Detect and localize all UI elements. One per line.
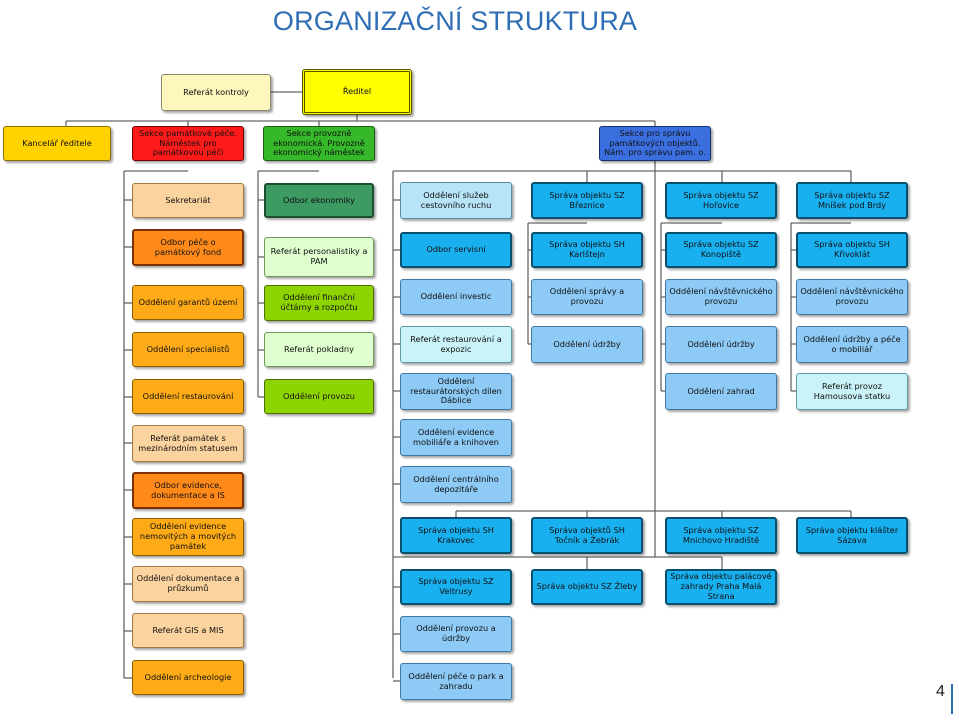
box-kancelar-reditele: Kancelář ředitele xyxy=(3,126,111,161)
box-reditel: Ředitel xyxy=(302,69,412,115)
box-col5-item: Správa objektu palácové zahrady Praha Ma… xyxy=(665,569,777,605)
box-col1-item: Odbor evidence, dokumentace a IS xyxy=(132,472,244,509)
box-col3-item: Správa objektu SH Krakovec xyxy=(400,517,512,554)
box-col2-item: Referát pokladny xyxy=(264,332,374,367)
box-col2-item: Oddělení provozu xyxy=(264,379,374,414)
box-col2-item: Odbor ekonomiky xyxy=(264,183,374,218)
page-number: 4 xyxy=(936,683,945,700)
box-col5-item: Správa objektu SZ Konopiště xyxy=(665,232,777,268)
box-col2-item: Referát personalistiky a PAM xyxy=(264,237,374,277)
box-col3-item: Oddělení investic xyxy=(400,279,512,315)
box-col1-item: Odbor péče o památkový fond xyxy=(132,229,244,266)
box-referat-kontroly: Referát kontroly xyxy=(161,74,271,111)
box-col1-item: Referát GIS a MIS xyxy=(132,613,244,648)
box-col5-item: Správa objektu SZ Mnichovo Hradiště xyxy=(665,517,777,554)
box-col5-item: Oddělení zahrad xyxy=(665,373,777,410)
box-col3-item: Oddělení restaurátorských dílen Dáblice xyxy=(400,373,512,410)
box-col4-item: Oddělení správy a provozu xyxy=(531,279,643,315)
box-col6-item: Oddělení údržby a péče o mobiliář xyxy=(796,326,908,363)
box-sekce-pamatkove-pece: Sekce památkové péče. Náměstek pro památ… xyxy=(132,126,244,161)
box-col2-item: Oddělení finanční účtárny a rozpočtu xyxy=(264,285,374,321)
box-col6-item: Referát provoz Hamousova statku xyxy=(796,373,908,410)
box-col4-item: Správa objektů SH Točník a Žebrák xyxy=(531,517,643,554)
box-col6-item: Správa objektu SH Křivoklát xyxy=(796,232,908,268)
box-col3-item: Oddělení služeb cestovního ruchu xyxy=(400,182,512,219)
box-col1-item: Oddělení restaurování xyxy=(132,379,244,414)
box-col1-item: Oddělení evidence nemovitých a movitých … xyxy=(132,518,244,556)
box-col1-item: Referát památek s mezinárodním statusem xyxy=(132,425,244,462)
box-sekce-spravy-objektu: Sekce pro správu památkových objektů. Ná… xyxy=(599,126,711,161)
box-col5-item: Správa objektu SZ Hořovice xyxy=(665,182,777,219)
box-col3-item: Oddělení evidence mobiliáře a knihoven xyxy=(400,419,512,456)
box-col3-item: Oddělení péče o park a zahradu xyxy=(400,663,512,700)
box-col6-item: Správa objektu SZ Mníšek pod Brdy xyxy=(796,182,908,219)
box-col5-item: Oddělení návštěvnického provozu xyxy=(665,279,777,315)
box-col3-item: Odbor servisní xyxy=(400,232,512,268)
box-col1-item: Oddělení dokumentace a průzkumů xyxy=(132,566,244,602)
box-col4-item: Správa objektu SH Karlštejn xyxy=(531,232,643,268)
box-col6-item: Oddělení návštěvnického provozu xyxy=(796,279,908,315)
box-col1-item: Oddělení specialistů xyxy=(132,332,244,367)
box-col5-item: Oddělení údržby xyxy=(665,326,777,363)
page-title: ORGANIZAČNÍ STRUKTURA xyxy=(272,6,638,36)
page-number-divider xyxy=(951,684,953,714)
box-col1-item: Oddělení garantů území xyxy=(132,285,244,320)
box-col4-item: Oddělení údržby xyxy=(531,326,643,363)
box-col3-item: Oddělení provozu a údržby xyxy=(400,616,512,652)
box-col4-item: Správa objektu SZ Žleby xyxy=(531,569,643,605)
box-col1-item: Sekretariát xyxy=(132,183,244,218)
box-col3-item: Oddělení centrálního depozitáře xyxy=(400,466,512,503)
box-sekce-provozne-ekonomicka: Sekce provozně ekonomická. Provozně ekon… xyxy=(263,126,375,161)
box-col1-item: Oddělení archeologie xyxy=(132,660,244,695)
box-col4-item: Správa objektu SZ Březnice xyxy=(531,182,643,219)
box-col6-item: Správa objektu klášter Sázava xyxy=(796,517,908,554)
box-col3-item: Správa objektu SZ Veltrusy xyxy=(400,569,512,605)
box-col3-item: Referát restaurování a expozic xyxy=(400,326,512,363)
